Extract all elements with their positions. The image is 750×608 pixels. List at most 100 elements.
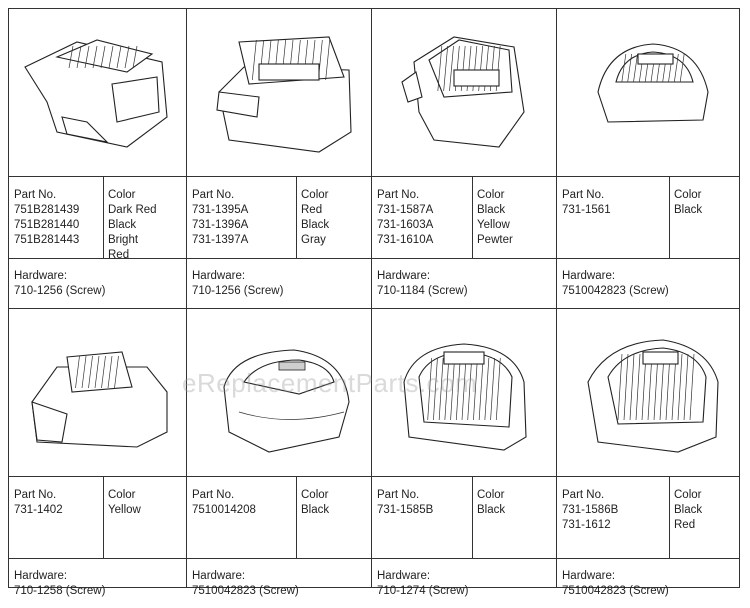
color-label: Color [301,489,329,501]
border-right [739,8,740,588]
engine-cover-5-icon [17,322,177,462]
color-value: Red [108,249,130,261]
color-divider [669,176,670,258]
hardware-info: Hardware: 7510042823 (Screw) [562,569,669,599]
border-bottom [8,587,740,588]
color-divider [472,176,473,258]
hardware-value: 710-1256 (Screw) [14,285,106,297]
color-label: Color [108,189,136,201]
color-divider [103,176,104,258]
hardware-value: 7510042823 (Screw) [192,585,299,597]
hardware-info: Hardware: 710-1274 (Screw) [377,569,468,599]
color-divider [472,476,473,558]
part-number: 7510014208 [192,504,256,516]
color-label: Color [674,489,702,501]
part-no-label: Part No. [192,489,235,501]
part-no-label: Part No. [377,489,420,501]
row-divider [8,308,740,309]
part-number-list: Part No. 7510014208 [192,488,256,518]
part-number: 731-1586B [562,504,619,516]
color-label: Color [108,489,136,501]
hardware-info: Hardware: 7510042823 (Screw) [562,269,669,299]
part-number: 731-1585B [377,504,434,516]
color-value: Black [674,204,703,216]
column-divider [556,8,557,588]
engine-cover-3-icon [384,22,544,162]
image-divider [8,176,740,177]
part-cell: Part No. 731-1395A 731-1396A 731-1397A Color… [186,8,371,308]
color-value: Black [301,504,330,516]
color-divider [296,476,297,558]
engine-cover-8-icon [568,322,728,462]
hardware-label: Hardware: [377,570,431,582]
color-divider [669,476,670,558]
hardware-info: Hardware: 710-1256 (Screw) [14,269,105,299]
part-number: 731-1612 [562,519,611,531]
hardware-info: Hardware:710-1258 (Screw) [14,569,105,599]
part-number-list: Part No. 731-1585B [377,488,433,518]
color-value: Black [301,219,330,231]
color-value: Bright [108,234,139,246]
part-number: 731-1402 [14,504,63,516]
hardware-label: Hardware: [14,570,68,582]
color-value: Yellow [477,219,510,231]
part-number: 751B281440 [14,219,80,231]
part-number: 731-1396A [192,219,249,231]
hardware-label: Hardware: [14,270,68,282]
engine-cover-6-icon [199,322,359,462]
color-label: Color [477,489,505,501]
hardware-value: 710-1256 (Screw) [192,285,284,297]
image-divider [8,476,740,477]
part-number: 731-1610A [377,234,434,246]
color-value: Red [674,519,696,531]
part-number-list: Part No.731-1402 [14,488,63,518]
color-divider [103,476,104,558]
engine-cover-4-icon [568,22,728,162]
part-no-label: Part No. [192,189,235,201]
hardware-value: 7510042823 (Screw) [562,585,669,597]
hardware-label: Hardware: [562,270,616,282]
color-value: Black [108,219,137,231]
hardware-value: 7510042823 (Screw) [562,285,669,297]
part-number: 731-1397A [192,234,249,246]
color-value: Black [674,504,703,516]
hardware-value: 710-1274 (Screw) [377,585,469,597]
color-value: Gray [301,234,326,246]
part-no-label: Part No. [14,189,57,201]
hardware-divider [8,258,740,259]
hardware-label: Hardware: [562,570,616,582]
color-divider [296,176,297,258]
column-divider [371,8,372,588]
color-value: Black [477,204,506,216]
color-label: Color [301,189,329,201]
color-value: Black [477,504,506,516]
part-number: 731-1561 [562,204,611,216]
part-number: 751B281443 [14,234,80,246]
part-number: 731-1587A [377,204,434,216]
hardware-info: Hardware: 7510042823 (Screw) [192,569,299,599]
part-number-list: Part No. 731-1395A 731-1396A 731-1397A [192,188,248,248]
engine-cover-1-icon [17,22,177,162]
part-number: 731-1395A [192,204,249,216]
hardware-label: Hardware: [192,270,246,282]
hardware-label: Hardware: [192,570,246,582]
color-label: Color [477,189,505,201]
part-no-label: Part No. [562,189,605,201]
engine-cover-2-icon [199,22,359,162]
